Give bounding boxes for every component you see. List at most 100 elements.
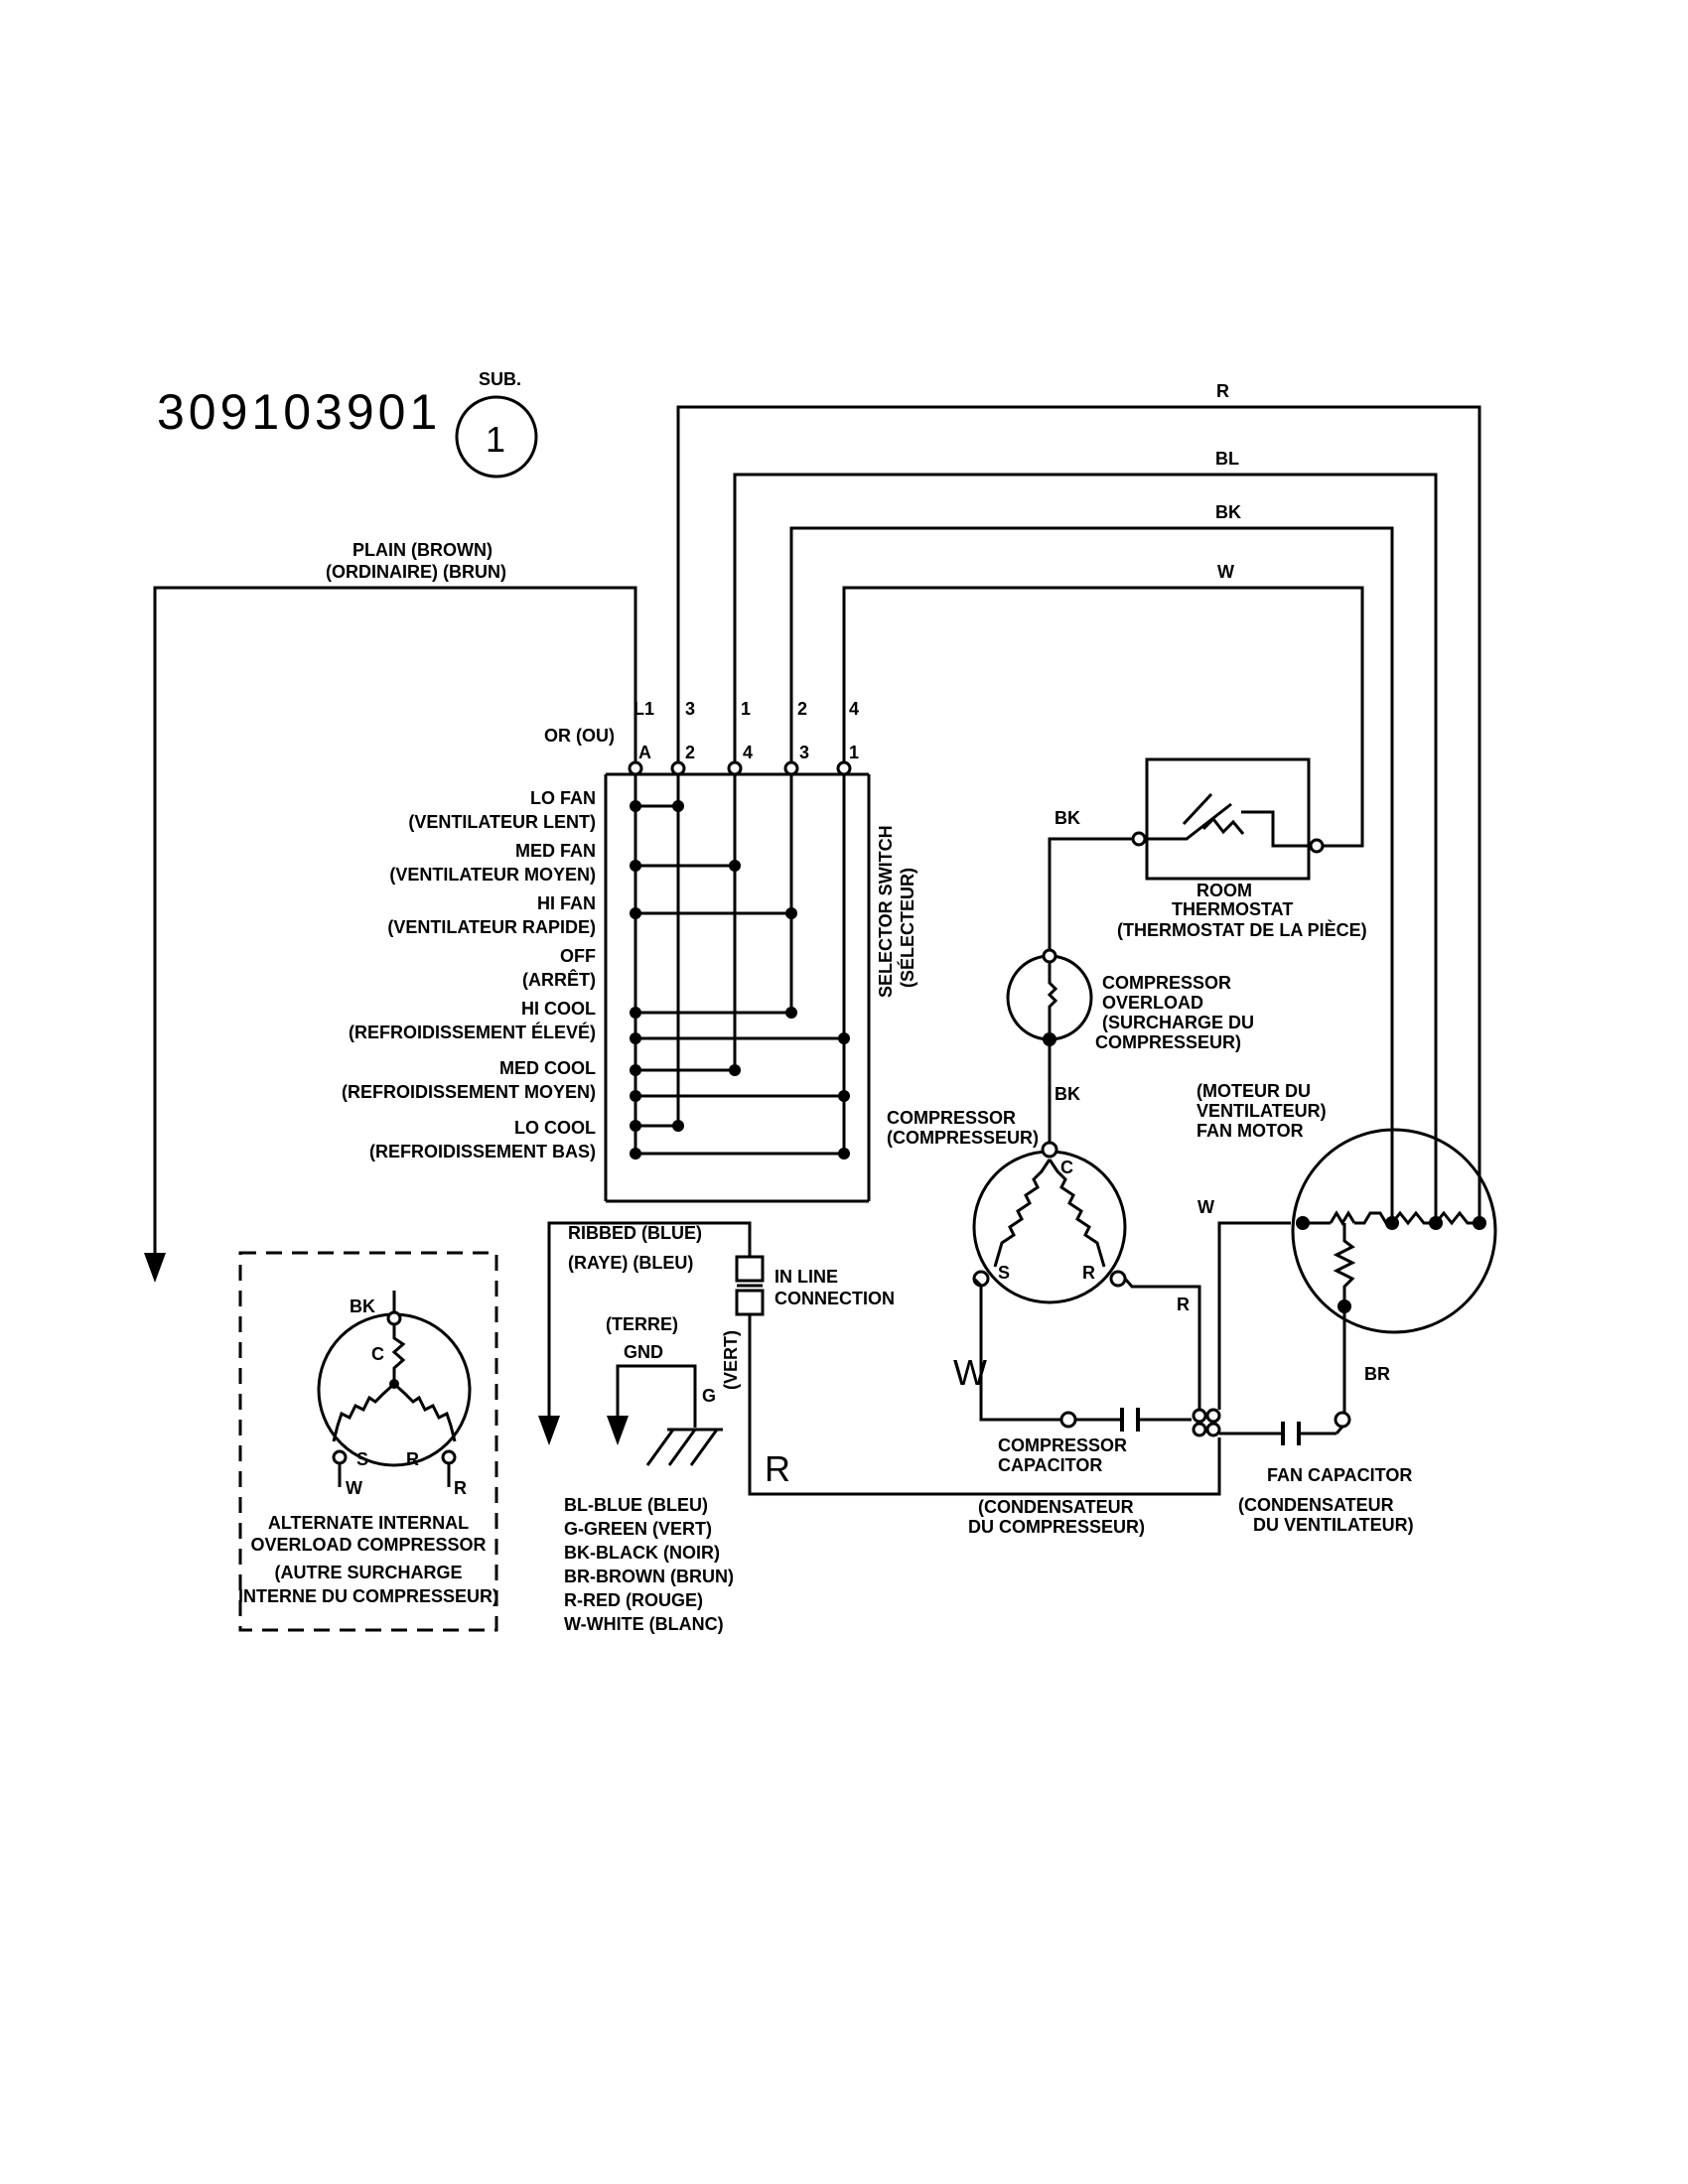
fan-motor-circle <box>1291 1128 1497 1334</box>
position-off-alt: (ARRÊT) <box>522 969 596 990</box>
bottom-terminal-2: 2 <box>685 743 695 762</box>
legend-item: W-WHITE (BLANC) <box>564 1614 724 1634</box>
inline-connector <box>735 1255 765 1316</box>
legend-item: R-RED (ROUGE) <box>564 1590 703 1610</box>
wire-ground <box>616 1364 697 1428</box>
dot <box>630 1148 641 1160</box>
fan-motor <box>1291 1128 1497 1334</box>
overload-label-1: COMPRESSOR <box>1102 973 1231 993</box>
compressor <box>972 1141 1127 1304</box>
top-terminal-3: 1 <box>741 699 751 719</box>
plain-label-1: PLAIN (BROWN) <box>352 540 492 560</box>
position-med-cool: MED COOL <box>499 1058 596 1078</box>
alternate-label-1: ALTERNATE INTERNAL <box>268 1513 469 1533</box>
inline-lower <box>735 1289 765 1316</box>
dot <box>630 1120 641 1132</box>
overload-label-3: (SURCHARGE DU <box>1102 1013 1254 1032</box>
compressor-terminal-c <box>1041 1141 1058 1159</box>
dot <box>630 800 641 812</box>
alternate-terminal-c <box>386 1310 402 1326</box>
wire-fan-br-label: BR <box>1364 1364 1390 1384</box>
bottom-terminal-3: 4 <box>743 743 753 762</box>
position-hi-fan: HI FAN <box>537 893 596 913</box>
arrow-ribbed <box>538 1416 560 1445</box>
compressor-s-label: S <box>998 1263 1010 1283</box>
terminal-4 <box>727 760 743 776</box>
thermostat-label-1: ROOM <box>1196 881 1252 900</box>
thermostat-bk-label: BK <box>1055 808 1080 828</box>
compressor-r-label: R <box>1082 1263 1095 1283</box>
overload-label-4: COMPRESSEUR) <box>1095 1032 1241 1052</box>
wire-ribbed-blue <box>547 1221 752 1416</box>
fan-terminal-r <box>1473 1216 1486 1230</box>
wire-label-bk: BK <box>1215 502 1241 522</box>
position-hi-cool: HI COOL <box>521 999 596 1019</box>
fan-cap-link <box>1335 1426 1344 1434</box>
selector-title-line1: SELECTOR SWITCH <box>876 825 896 998</box>
position-hi-fan-alt: (VENTILATEUR RAPIDE) <box>387 917 596 937</box>
ground-hatch-1 <box>645 1429 675 1466</box>
dot <box>729 1064 741 1076</box>
junction-2 <box>1205 1408 1221 1424</box>
comp-cap-fr-2: DU COMPRESSEUR) <box>968 1517 1145 1537</box>
fan-winding-left <box>1329 1210 1356 1226</box>
alternate-winding-r <box>392 1382 457 1442</box>
ground-g: G <box>702 1386 716 1406</box>
dot <box>785 1007 797 1019</box>
ground-hatch-2 <box>667 1429 697 1466</box>
wire-label-r: R <box>1216 381 1229 401</box>
alternate-box <box>238 1251 498 1632</box>
wire-plain-brown <box>153 586 637 1253</box>
thermostat-label-2: THERMOSTAT <box>1172 899 1293 919</box>
inline-label-2: CONNECTION <box>774 1289 895 1308</box>
position-med-fan: MED FAN <box>515 841 596 861</box>
wire-red <box>676 405 1481 1221</box>
alternate-r-label: R <box>406 1449 419 1469</box>
wire-comp-s <box>972 1277 1068 1422</box>
selector-switch <box>604 760 871 1203</box>
bottom-terminal-4: 3 <box>799 743 809 762</box>
alternate-w-label: W <box>346 1478 362 1498</box>
alternate-dashed-border <box>238 1251 498 1632</box>
top-terminal-4: 2 <box>797 699 807 719</box>
ground-hatch-3 <box>689 1429 719 1466</box>
vert-label: (VERT) <box>721 1330 741 1390</box>
junction-3 <box>1192 1422 1207 1437</box>
ground-gnd: GND <box>624 1342 663 1362</box>
top-terminal-5: 4 <box>849 699 859 719</box>
wire-big-r-label: R <box>765 1448 790 1489</box>
fan-winding-right <box>1434 1210 1479 1226</box>
ribbed-label-1: RIBBED (BLUE) <box>568 1223 702 1243</box>
legend-item: BL-BLUE (BLEU) <box>564 1495 708 1515</box>
alternate-c-label: C <box>371 1344 384 1364</box>
overload-label-2: OVERLOAD <box>1102 993 1203 1013</box>
fan-terminal-bk <box>1385 1216 1399 1230</box>
alternate-terminal-r <box>441 1449 457 1465</box>
position-lo-cool-alt: (REFROIDISSEMENT BAS) <box>369 1142 596 1161</box>
bottom-terminal-5: 1 <box>849 743 859 762</box>
wire-black <box>789 526 1394 1221</box>
dot <box>672 800 684 812</box>
wire-fan-w <box>1217 1221 1291 1410</box>
ribbed-label-2: (RAYE) (BLEU) <box>568 1253 693 1273</box>
arrow-ground <box>607 1416 629 1445</box>
legend-item: G-GREEN (VERT) <box>564 1519 712 1539</box>
fan-terminal-w <box>1296 1216 1310 1230</box>
compressor-overload <box>1006 948 1093 1046</box>
thermostat-terminal-left <box>1131 831 1147 847</box>
inline-upper <box>735 1255 765 1283</box>
terminal-3 <box>783 760 799 776</box>
bottom-terminal-1: A <box>638 743 651 762</box>
top-terminal-2: 3 <box>685 699 695 719</box>
ground-symbol <box>645 1428 723 1466</box>
alternate-s-label: S <box>356 1449 368 1469</box>
dot <box>630 1032 641 1044</box>
position-lo-fan: LO FAN <box>530 788 596 808</box>
overload-terminal-top <box>1042 948 1057 964</box>
wire-label-bl: BL <box>1215 449 1239 469</box>
wire-white <box>842 586 1364 848</box>
dot <box>630 1090 641 1102</box>
alternate-label-2: OVERLOAD COMPRESSOR <box>250 1535 486 1555</box>
top-wires <box>676 405 1481 1221</box>
dot <box>785 907 797 919</box>
